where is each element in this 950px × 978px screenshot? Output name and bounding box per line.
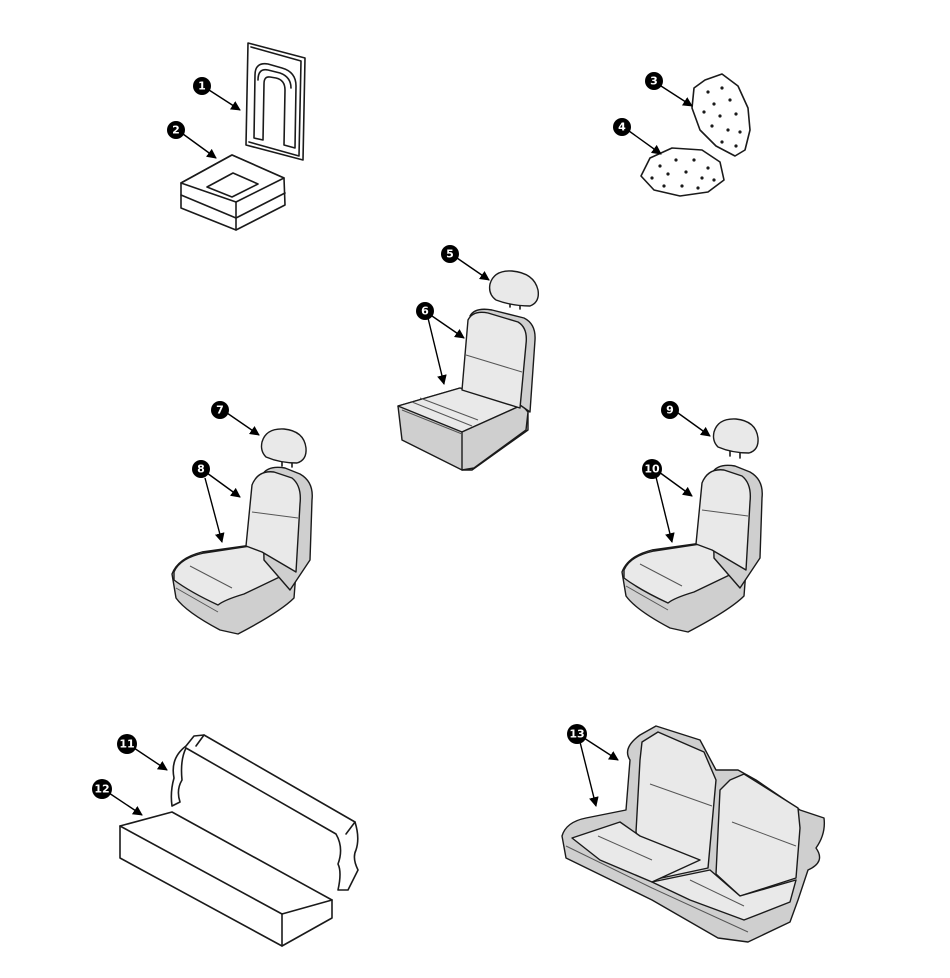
callout-7-label: 7 — [216, 404, 224, 417]
seat-foam-pad-lower — [640, 147, 725, 197]
callout-4: 4 — [613, 118, 631, 136]
front-seat-center — [397, 308, 536, 471]
callout-6: 6 — [416, 302, 434, 320]
callout-8: 8 — [192, 460, 210, 478]
callout-9: 9 — [661, 401, 679, 419]
callout-4-label: 4 — [618, 121, 626, 134]
headrest-left — [260, 428, 307, 468]
seatback-panel — [245, 42, 306, 161]
callout-11-label: 11 — [119, 738, 134, 751]
callout-5: 5 — [441, 245, 459, 263]
callout-1-label: 1 — [198, 80, 206, 93]
callout-13-label: 13 — [569, 728, 584, 741]
headrest-center — [488, 270, 540, 310]
callout-13: 13 — [567, 724, 587, 744]
callout-12-label: 12 — [94, 783, 109, 796]
seat-cushion-base — [180, 154, 286, 231]
callout-11: 11 — [117, 734, 137, 754]
callout-5-label: 5 — [446, 248, 454, 261]
callout-6-label: 6 — [421, 305, 429, 318]
callout-2-label: 2 — [172, 124, 180, 137]
headrest-right — [712, 418, 759, 459]
front-seat-left — [171, 466, 313, 635]
callout-3: 3 — [645, 72, 663, 90]
callout-9-label: 9 — [666, 404, 674, 417]
callout-1: 1 — [193, 77, 211, 95]
callout-12: 12 — [92, 779, 112, 799]
rear-bench-seat — [561, 725, 826, 943]
callout-3-label: 3 — [650, 75, 658, 88]
callout-7: 7 — [211, 401, 229, 419]
seat-foam-pad-upper — [691, 73, 751, 157]
callout-10-label: 10 — [644, 463, 660, 476]
callout-8-label: 8 — [197, 463, 205, 476]
front-seat-right — [621, 464, 763, 633]
leader-arrows — [108, 85, 711, 816]
callout-10: 10 — [642, 459, 662, 479]
rear-cushion-block — [119, 811, 333, 947]
callout-2: 2 — [167, 121, 185, 139]
rear-backrest-panel — [170, 734, 359, 891]
